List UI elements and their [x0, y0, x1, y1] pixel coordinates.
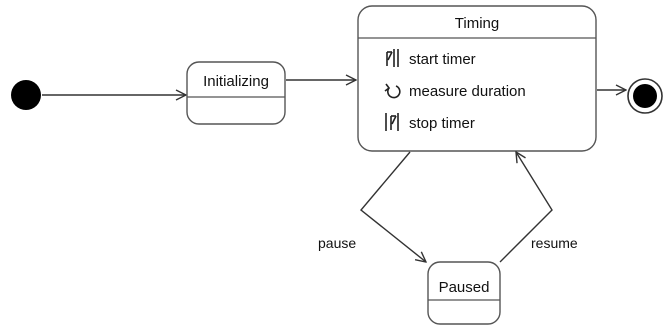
exit-action-icon — [385, 113, 399, 131]
action-stop-timer: stop timer — [409, 115, 475, 132]
state-timing-title: Timing — [455, 15, 499, 32]
transition-pause[interactable] — [360, 151, 426, 262]
transition-pause-label: pause — [318, 235, 356, 251]
state-paused[interactable]: Paused — [427, 261, 501, 325]
state-timing[interactable]: Timing start timer measure duration stop… — [357, 5, 597, 152]
state-initializing[interactable]: Initializing — [186, 61, 286, 125]
entry-action-icon — [386, 49, 399, 67]
transition-resume[interactable] — [499, 152, 553, 263]
final-state[interactable] — [627, 78, 663, 114]
do-activity-icon — [384, 83, 401, 99]
state-paused-title: Paused — [439, 279, 490, 296]
initial-state[interactable] — [11, 80, 41, 110]
state-initializing-title: Initializing — [203, 73, 269, 90]
transition-resume-label: resume — [531, 235, 578, 251]
action-start-timer: start timer — [409, 51, 476, 68]
action-measure-duration: measure duration — [409, 83, 526, 100]
